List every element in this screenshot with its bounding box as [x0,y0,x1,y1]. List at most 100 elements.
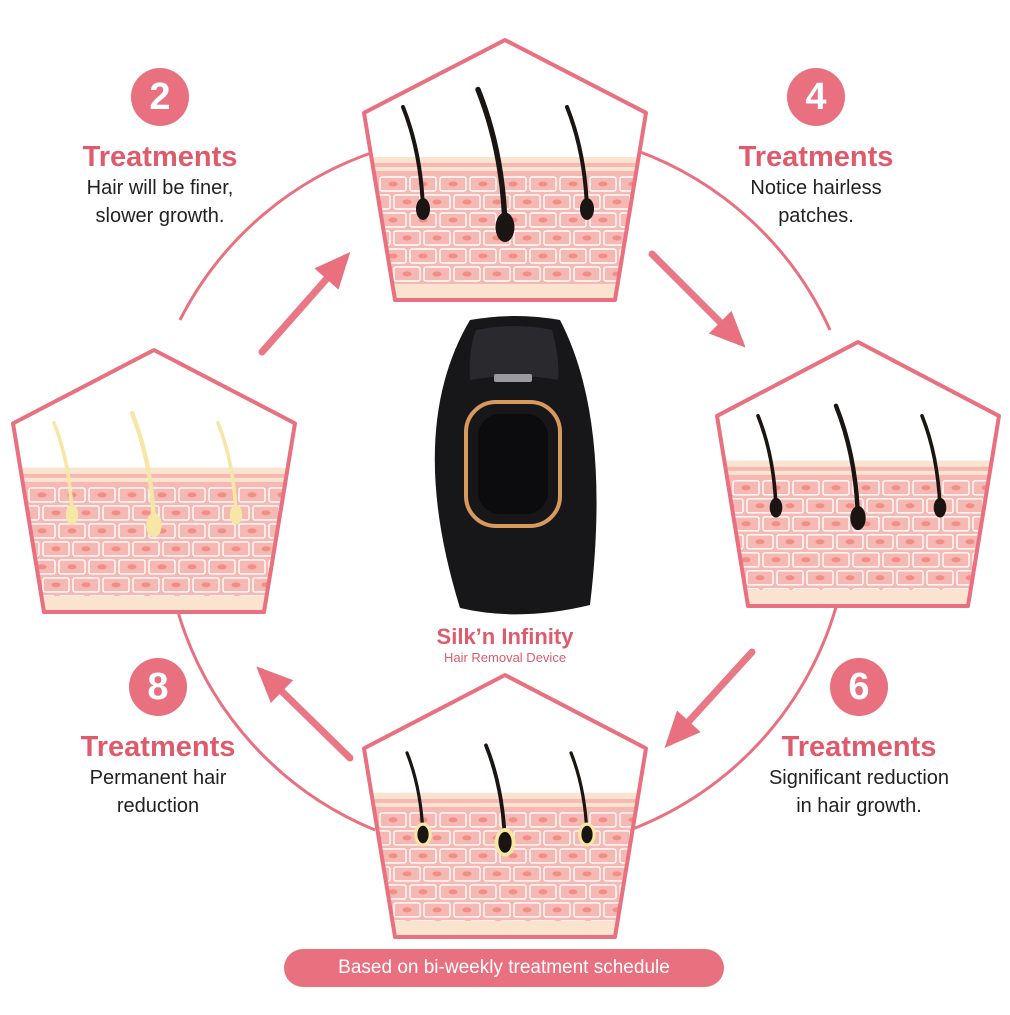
panel-top-skin-cell [543,230,571,246]
panel-top-skin-cell [453,194,481,210]
step-4-description-line-2: patches. [778,205,854,227]
step-2-description-line-2: slower growth. [95,205,225,227]
panel-left-skin-cell [132,541,160,557]
panel-left-cell-nucleus [67,528,77,534]
panel-bottom-cell-nucleus [402,835,412,841]
panel-right-cell-nucleus [755,575,765,581]
step-8-description-line-1: Permanent hair [89,767,227,789]
step-6-description-line-2: in hair growth. [796,795,922,817]
panel-top-skin-cell [364,212,377,228]
step-8-number-badge: 8 [129,658,187,716]
panel-bottom-skin-cell [409,884,437,900]
step-2-number-badge: 2 [131,68,189,126]
panel-left-skin-cell [178,487,206,503]
panel-right-cell-nucleus [995,503,999,509]
panel-top-skin-cell [469,248,497,264]
panel-bottom-skin-cell [364,902,391,918]
device-brand-name: Silk’n Infinity [436,624,574,649]
panel-top-cell-nucleus [642,199,646,205]
panel-right-skin-cell [822,480,850,496]
panel-left-skin-cell [282,505,295,521]
panel-right-skin-cell [942,552,970,568]
panel-left-skin-cell [118,487,146,503]
cycle-ring [176,148,840,832]
panel-right-skin-cell [792,516,820,532]
panel-top-skin-cell [559,212,587,228]
panel-left-skin-cell [13,577,40,593]
hair-removal-device-icon [434,316,597,615]
panel-top-skin-cell [529,176,557,192]
panel-top-hair-bulb [580,198,594,220]
panel-bottom-skin-cell [589,884,617,900]
panel-left-skin-cell [118,559,146,575]
panel-top-skin-cell [589,248,617,264]
panel-left-skin-cell [72,541,100,557]
panel-right-skin-cell [896,498,924,514]
panel-bottom-cell-nucleus [448,853,458,859]
panel-bottom-skin-cell [529,884,557,900]
panel-left-cell-nucleus [157,564,167,570]
panel-top-skin-cell [364,266,391,282]
panel-top-skin-cell [364,248,377,264]
panel-left-skin-cell [282,577,295,593]
panel-top-skin-cell [423,266,451,282]
panel-left-cell-nucleus [157,492,167,498]
panel-left-cell-nucleus [51,546,61,552]
panel-left-cell-nucleus [97,564,107,570]
panel-bottom-skin-cell [589,848,617,864]
panel-bottom-cell-nucleus [598,853,608,859]
panel-right-cell-nucleus [875,575,885,581]
panel-left-cell-nucleus [291,510,295,516]
panel-left-skin-cell [238,487,266,503]
panel-bottom-skin-cell [499,884,527,900]
step-2-caption: 2 Treatments Hair will be finer, slower … [60,68,260,230]
panel-top-cell-nucleus [478,217,488,223]
arrow-down-left-icon-head [664,710,701,748]
panel-top-cell-nucleus [508,253,518,259]
panel-left-skin-cell [72,577,100,593]
panel-bottom-hair-bulb [498,831,512,853]
panel-left-skin-cell [282,541,295,557]
panel-bottom-cell-nucleus [418,853,428,859]
panel-left-skin-cell [88,523,116,539]
panel-left-cell-nucleus [261,546,271,552]
panel-bottom-cell-nucleus [462,871,472,877]
panel-top-hair-bulb [495,212,515,243]
panel-top-skin-cell [469,212,497,228]
panel-left-hair-shaft [216,421,238,517]
panel-left-cell-nucleus [247,492,257,498]
step-6-description-line-1: Significant reduction [768,767,950,789]
panel-right-skin-cell [942,516,970,532]
panel-left-cell-nucleus [81,582,91,588]
panel-bottom-cell-nucleus [598,889,608,895]
panel-right-skin-cell [806,570,834,586]
panel-right-skin-cell [896,534,924,550]
panel-left-cell-nucleus [201,546,211,552]
panel-top-skin-cell [379,176,407,192]
panel-right-cell-nucleus [725,539,735,545]
panel-left-epidermis-line [13,467,295,474]
panel-top-skin-cell [633,194,646,210]
panel-right-skin-cell [942,480,970,496]
arrow-up-right-icon [258,252,351,356]
panel-top-skin-cell [483,194,511,210]
panel-right-cell-nucleus [801,521,811,527]
panel-left-cell-nucleus [187,492,197,498]
panel-right-cell-nucleus [965,539,975,545]
panel-top-cell-nucleus [372,235,382,241]
panel-bottom-cell-nucleus [364,817,368,823]
panel-left-epidermis-line-2 [13,477,295,482]
panel-bottom-skin-cell [483,902,511,918]
panel-right-skin-cell [986,570,999,586]
panel-right-base-layer [717,590,999,606]
panel-right-skin-cell [746,570,774,586]
panel-right-skin-cell [986,534,999,550]
panel-left-skin-cell [208,523,236,539]
panel-right-cell-nucleus [717,485,721,491]
panel-left-skin-cell [192,577,220,593]
panel-bottom-cell-nucleus [462,835,472,841]
panel-top-hair-shaft [401,105,425,211]
panel-bottom-border [362,673,648,939]
panel-top-skin-cell [499,248,527,264]
panel-bottom-skin-cell [453,866,481,882]
